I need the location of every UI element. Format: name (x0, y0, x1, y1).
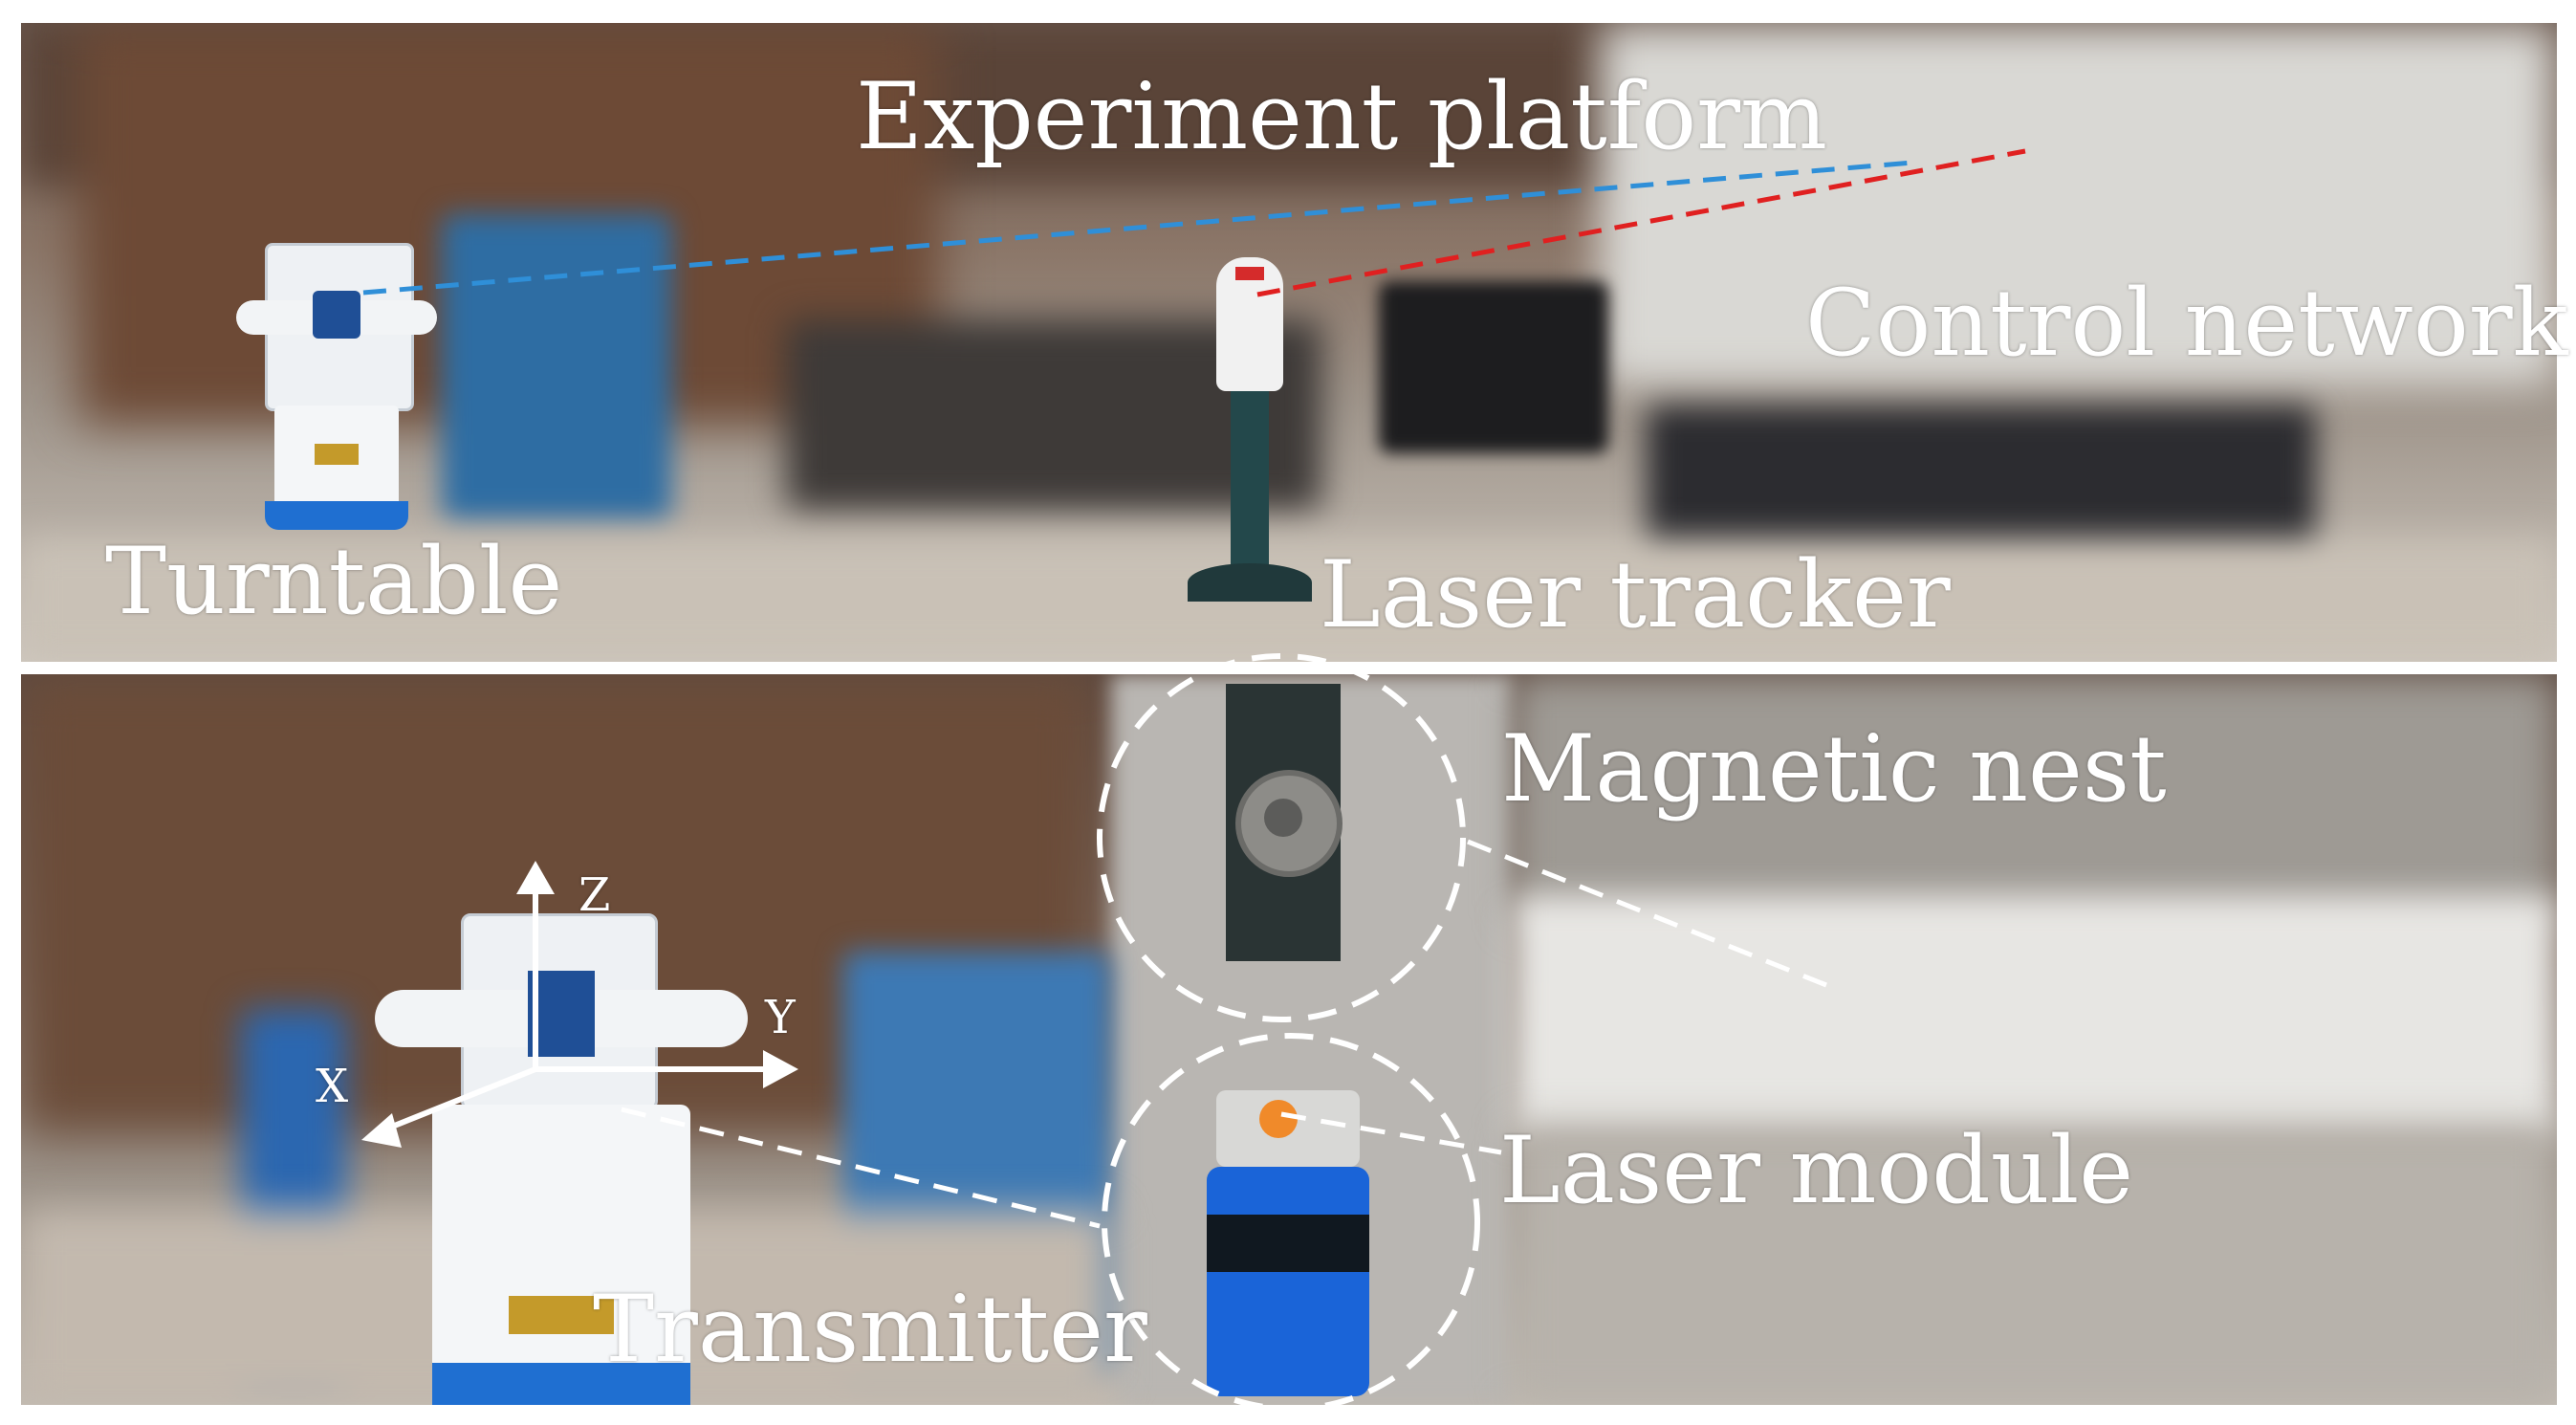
lab-overview-photo (21, 23, 2557, 662)
label-laser-module: Laser module (1499, 1117, 2134, 1224)
transmitter-pointer-line (621, 1107, 1101, 1229)
axis-label-x: X (316, 1060, 349, 1113)
turntable-top-image (236, 243, 437, 539)
magnetic-nest-circle (1097, 653, 1466, 1022)
red-sight-line (1256, 148, 2026, 297)
laser-module-image (1207, 1090, 1369, 1396)
label-control-network: Control network (1805, 270, 2568, 377)
laser-tracker-image (1188, 257, 1312, 640)
nest-pointer-line (1467, 839, 1827, 988)
label-turntable: Turntable (105, 528, 563, 635)
blue-sight-line (362, 160, 1913, 296)
laser-module-circle (1102, 1033, 1480, 1412)
axis-label-z: Z (579, 868, 611, 922)
label-magnetic-nest: Magnetic nest (1501, 715, 2167, 822)
label-laser-tracker: Laser tracker (1320, 541, 1951, 648)
turntable-bottom-image (375, 913, 748, 1405)
label-experiment-platform: Experiment platform (856, 63, 1828, 170)
magnetic-nest-image (1226, 684, 1343, 961)
label-transmitter: Transmitter (593, 1276, 1147, 1383)
transmitter-detail-photo (21, 674, 2557, 1405)
axis-arrows (361, 861, 798, 1148)
axis-label-y: Y (765, 991, 796, 1044)
module-pointer-line (1280, 1111, 1502, 1155)
